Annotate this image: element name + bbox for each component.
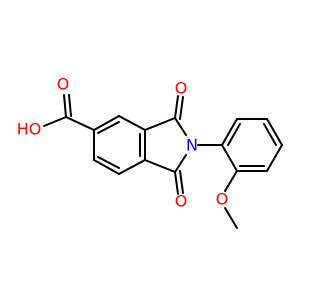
- methoxy-oxygen-label: O: [216, 190, 229, 209]
- bond-ring-a5-inner: [97, 156, 120, 169]
- bond-ring-c-lower-carbonyl: [144, 159, 176, 173]
- bond-c-oh: [43, 116, 67, 127]
- bond-lower-co-1: [174, 171, 179, 195]
- bond-ring-b1: [221, 118, 238, 146]
- acid-carbonyl-oxygen-label: O: [57, 75, 70, 94]
- canvas-background: [0, 0, 300, 300]
- bond-upper-co-2: [179, 96, 184, 120]
- bond-lower-co-2: [179, 170, 184, 194]
- bond-upper-co-1: [174, 95, 179, 119]
- bond-ring-b3-inner: [263, 123, 277, 146]
- lower-imide-oxygen-label: O: [175, 192, 188, 211]
- bond-methoxy-o-ch3: [224, 207, 238, 229]
- bond-ring-a4: [118, 159, 146, 175]
- bond-ring-a5: [93, 159, 120, 175]
- atom-label-layer: HO O O O N O: [17, 75, 229, 211]
- bond-c-o-double-2: [68, 94, 72, 117]
- bond-ring-b1-inner: [227, 123, 241, 146]
- upper-imide-oxygen-label: O: [175, 79, 188, 98]
- bond-ring-a2: [118, 115, 146, 131]
- bond-upper-c-n: [174, 117, 187, 136]
- bond-ring-b3: [266, 118, 283, 146]
- bond-ring-b6: [221, 144, 238, 172]
- bond-ring-o-methoxy: [224, 170, 238, 192]
- bond-layer: [43, 94, 283, 229]
- bond-c-o-double-1: [63, 94, 67, 118]
- bond-lower-c-n: [174, 154, 187, 173]
- imide-nitrogen-label: N: [186, 136, 198, 155]
- bond-acid-c-ring: [65, 116, 95, 131]
- bond-ring-a1-inner: [97, 121, 120, 134]
- hydroxyl-label: HO: [17, 120, 42, 139]
- bond-ring-c-upper-carbonyl: [144, 117, 176, 131]
- molecule-diagram: HO O O O N O: [0, 0, 300, 300]
- bond-ring-b4: [266, 144, 283, 172]
- bond-ring-a1: [93, 115, 120, 131]
